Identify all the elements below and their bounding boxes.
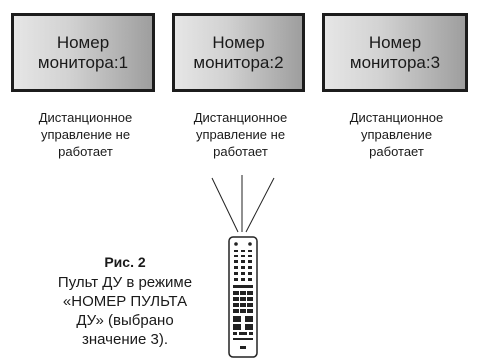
monitor-2: Номер монитора:2 bbox=[172, 13, 305, 92]
figure-title: Рис. 2 bbox=[104, 254, 146, 270]
signal-ray-right bbox=[245, 177, 275, 233]
monitor-2-status: Дистанционное управление не работает bbox=[193, 110, 288, 159]
figure-caption: Пульт ДУ в режиме «НОМЕР ПУЛЬТА ДУ» (выб… bbox=[57, 274, 193, 348]
monitor-1: Номер монитора:1 bbox=[11, 13, 155, 92]
monitor-1-status: Дистанционное управление не работает bbox=[38, 110, 133, 159]
monitor-3: Номер монитора:3 bbox=[322, 13, 468, 92]
monitor-1-label: Номер монитора:1 bbox=[37, 32, 129, 72]
remote-control-icon bbox=[228, 236, 258, 358]
monitor-3-status: Дистанционное управление работает bbox=[349, 110, 444, 159]
monitor-3-label: Номер монитора:3 bbox=[349, 32, 441, 72]
signal-ray-left bbox=[211, 177, 239, 233]
monitor-2-label: Номер монитора:2 bbox=[193, 32, 284, 72]
